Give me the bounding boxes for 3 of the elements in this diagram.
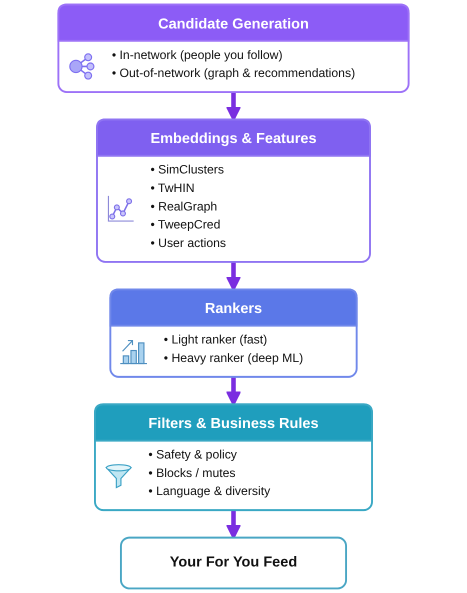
node-box: Your For You Feed xyxy=(120,536,348,590)
arrow xyxy=(226,510,242,540)
arrow xyxy=(226,92,242,122)
